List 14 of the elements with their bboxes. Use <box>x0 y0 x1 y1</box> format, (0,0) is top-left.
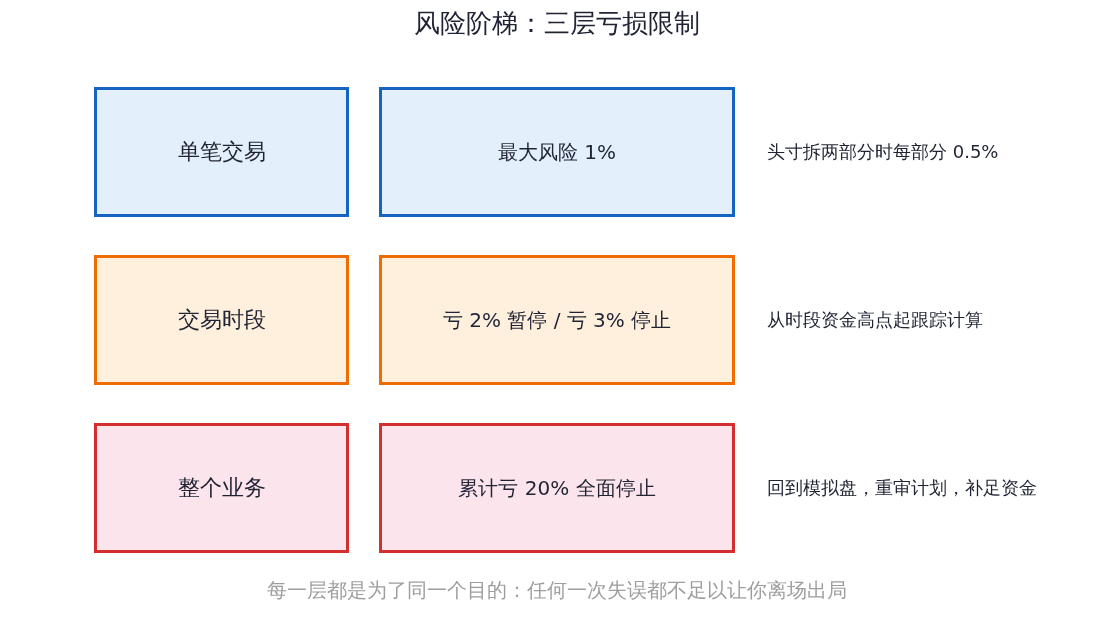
rule-text: 累计亏 20% 全面停止 <box>458 475 656 501</box>
level-box <box>94 87 349 217</box>
rule-text: 最大风险 1% <box>497 139 617 165</box>
level-box <box>94 255 349 385</box>
note-text: 头寸拆两部分时每部分 0.5% <box>767 140 999 164</box>
level-box <box>94 423 349 553</box>
rule-text: 亏 2% 暂停 / 亏 3% 停止 <box>442 307 672 333</box>
note-text: 从时段资金高点起跟踪计算 <box>767 308 983 332</box>
level-label: 交易时段 <box>177 305 266 334</box>
caption-text: 每一层都是为了同一个目的：任何一次失误都不足以让你离场出局 <box>266 577 847 604</box>
diagram-title: 风险阶梯：三层亏损限制 <box>413 7 700 40</box>
level-label: 整个业务 <box>177 473 266 502</box>
note-text: 回到模拟盘，重审计划，补足资金 <box>767 476 1037 500</box>
level-label: 单笔交易 <box>177 137 266 166</box>
